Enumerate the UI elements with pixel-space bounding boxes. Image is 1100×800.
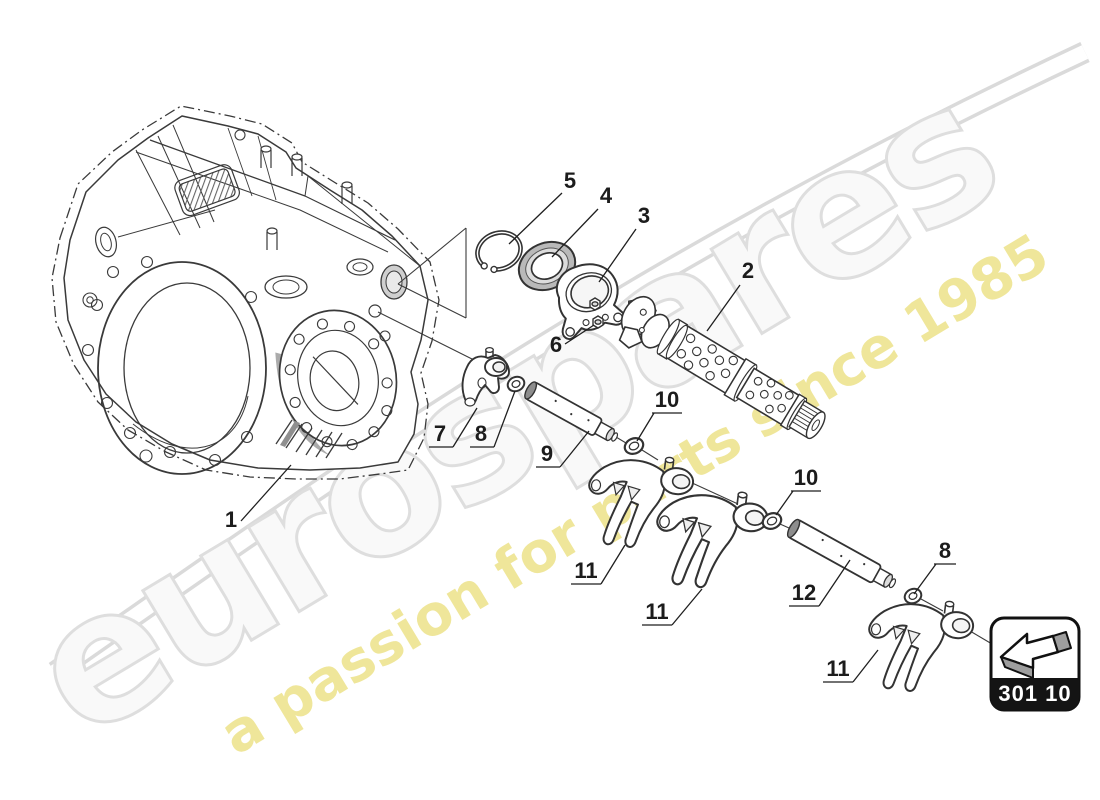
selector-rod xyxy=(524,381,619,442)
exploded-parts xyxy=(461,230,977,699)
clutch-bore-inner xyxy=(123,282,251,454)
part-code-text: 301 10 xyxy=(998,681,1071,706)
spacer-ring-2 xyxy=(761,512,783,530)
callout-9: 9 xyxy=(541,441,553,466)
arrow-icon xyxy=(999,631,1072,679)
callout-11: 11 xyxy=(574,558,597,583)
washer-2 xyxy=(903,587,923,605)
shift-drum xyxy=(618,295,826,440)
part-code-box[interactable]: 301 10 xyxy=(989,616,1081,712)
callout-12: 12 xyxy=(792,580,816,605)
clutch-bore-outer xyxy=(97,261,267,475)
callout-1: 1 xyxy=(225,507,237,532)
circlip xyxy=(475,230,523,274)
callout-11c: 11 xyxy=(826,656,849,681)
shift-fork-3 xyxy=(861,591,977,699)
shaft-seal xyxy=(517,240,577,292)
callout-8b: 8 xyxy=(939,538,951,563)
callout-labels: 1 2 3 4 5 6 7 8 9 10 11 12 10 11 11 8 xyxy=(225,168,951,681)
callout-7: 7 xyxy=(434,421,446,446)
part-code-band xyxy=(991,678,1079,710)
callout-2: 2 xyxy=(742,258,754,283)
callout-11b: 11 xyxy=(645,599,668,624)
selector-shaft-bore xyxy=(368,304,382,318)
spacer-ring xyxy=(623,437,645,455)
callout-8: 8 xyxy=(475,421,487,446)
selector-rod-2 xyxy=(786,518,897,589)
housing-studs xyxy=(260,145,353,250)
output-flange xyxy=(275,309,398,456)
rib-louvers xyxy=(275,419,343,459)
bore-bolt-holes xyxy=(81,255,258,467)
selector-finger xyxy=(461,346,510,407)
callout-3: 3 xyxy=(638,203,650,228)
housing-gasket-outline xyxy=(51,105,440,480)
callout-5: 5 xyxy=(564,168,576,193)
callout-4: 4 xyxy=(600,183,613,208)
callout-10: 10 xyxy=(655,387,679,412)
vent-grille xyxy=(174,164,240,217)
callout-leaders xyxy=(240,192,956,683)
transmission-housing xyxy=(51,105,440,480)
callout-10b: 10 xyxy=(794,465,818,490)
washer xyxy=(506,375,526,393)
callout-6: 6 xyxy=(550,332,562,357)
